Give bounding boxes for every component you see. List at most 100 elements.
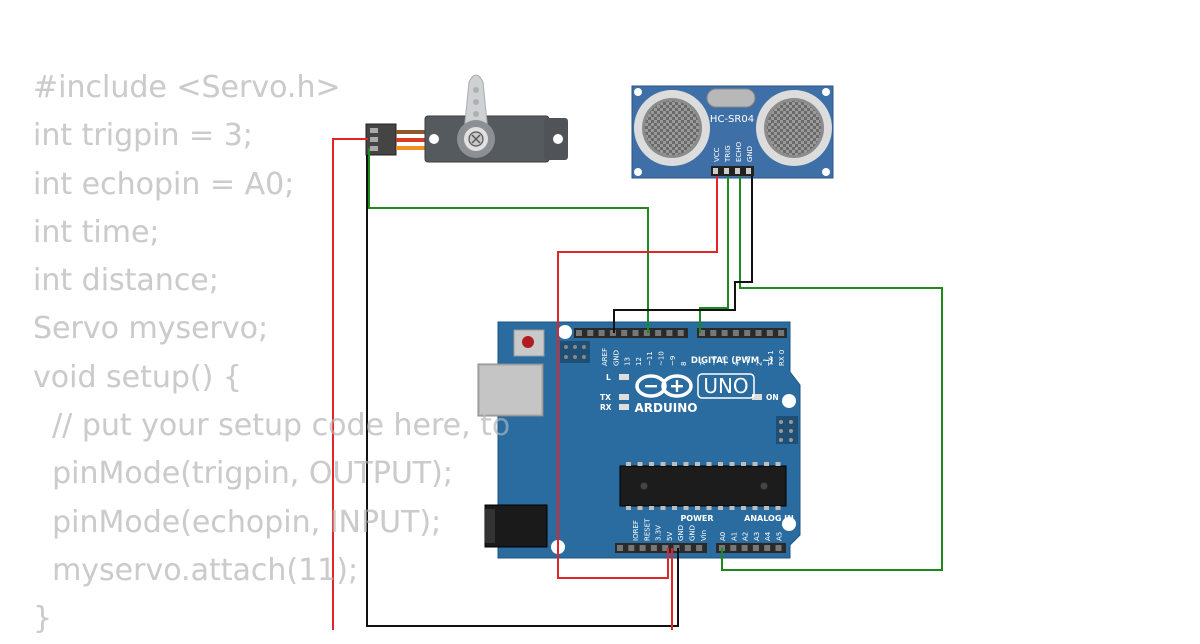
digital-pin-label: 8 [680, 362, 688, 366]
digital-pin-label: 13 [624, 357, 632, 366]
digital-pin-label: AREF [601, 348, 609, 366]
digital-pin-label: 2 [756, 362, 764, 366]
atmega-chip [619, 465, 787, 507]
sensor-pin-label: ECHO [735, 141, 743, 162]
header-pin[interactable] [721, 330, 728, 336]
digital-pin-label: ~11 [646, 351, 654, 366]
header-pin[interactable] [617, 545, 623, 551]
header-pin[interactable] [732, 330, 739, 336]
header-pin[interactable] [650, 545, 657, 551]
sensor-pin-label: TRIG [724, 145, 732, 163]
header-pin[interactable] [699, 330, 705, 336]
digital-pin-label: 7 [699, 362, 707, 366]
wire-sensor-vcc[interactable] [557, 176, 718, 579]
led-l-label: L [606, 373, 611, 382]
wire-sensor-gnd[interactable] [613, 176, 753, 333]
power-pin-label: 5V [666, 532, 674, 541]
wire-sensor-echo[interactable] [721, 176, 943, 571]
code-line: myservo.attach(11); [33, 552, 359, 588]
sensor-transducer-right [756, 90, 832, 166]
header-pin[interactable] [696, 545, 703, 551]
header-pin[interactable] [666, 330, 673, 336]
digital-label: DIGITAL (PWM ~) [691, 356, 773, 366]
power-label: POWER [680, 514, 713, 523]
header-pin[interactable] [628, 545, 635, 551]
analog-label: ANALOG IN [744, 514, 794, 523]
analog-pin-label: A2 [742, 532, 750, 541]
wire-servo-power[interactable] [332, 138, 368, 630]
header-pin[interactable] [755, 330, 762, 336]
digital-pin-label: 12 [635, 357, 643, 366]
power-pin-label: 3.3V [655, 525, 663, 541]
board-brand-label: ARDUINO [635, 401, 698, 415]
header-pin[interactable] [655, 330, 662, 336]
analog-pin-label: A5 [776, 532, 784, 541]
header-pin[interactable] [643, 330, 650, 336]
servo-motor[interactable] [365, 74, 568, 163]
sensor-transducer-left [634, 90, 710, 166]
header-pin[interactable] [741, 545, 748, 551]
digital-pin-label: ~9 [669, 356, 677, 366]
led-tx-label: TX [600, 393, 611, 402]
digital-pin-label: ~5 [722, 356, 730, 366]
header-pin[interactable] [775, 545, 782, 551]
code-line: pinMode(echopin, INPUT); [33, 504, 442, 540]
led-on-label: ON [766, 393, 779, 402]
header-pin[interactable] [778, 330, 785, 336]
sensor-model-label: HC-SR04 [710, 114, 754, 125]
power-pin-label: Vin [700, 530, 708, 541]
digital-pin-label: ~10 [658, 351, 666, 366]
header-pin[interactable] [632, 330, 639, 336]
code-line: int trigpin = 3; [33, 118, 253, 154]
digital-header [574, 328, 688, 338]
power-pin-label: GND [677, 525, 685, 541]
code-line: int distance; [33, 263, 219, 299]
code-line: Servo myservo; [33, 311, 269, 347]
led-rx-label: RX [600, 403, 612, 412]
digital-pin-label: ~6 [710, 355, 718, 366]
header-pin[interactable] [598, 330, 605, 336]
board-model-label: UNO [703, 374, 748, 398]
digital-pin-label: TX 1 [767, 350, 775, 367]
header-pin[interactable] [662, 545, 669, 551]
header-pin[interactable] [621, 330, 628, 336]
header-pin[interactable] [673, 545, 680, 551]
code-line: #include <Servo.h> [33, 70, 341, 105]
analog-pin-label: A0 [719, 532, 727, 541]
wire-sensor-trig[interactable] [699, 176, 729, 333]
wire-servo-signal[interactable] [368, 148, 649, 333]
header-pin[interactable] [766, 330, 773, 336]
power-pin-label: RESET [643, 518, 651, 541]
header-pin[interactable] [609, 330, 616, 336]
analog-pin-label: A4 [764, 531, 772, 541]
power-header [615, 543, 707, 553]
arduino-infinity-icon [635, 374, 693, 398]
header-pin[interactable] [730, 545, 737, 551]
header-pin[interactable] [639, 545, 646, 551]
wire-servo-ground[interactable] [366, 155, 679, 627]
code-line: int echopin = A0; [33, 166, 295, 202]
power-pin-label: GND [689, 525, 697, 541]
code-line: void setup() { [33, 359, 242, 395]
header-pin[interactable] [710, 330, 717, 336]
header-pin[interactable] [684, 545, 691, 551]
sensor-pin-label: VCC [713, 147, 721, 162]
analog-header [716, 543, 786, 553]
analog-pin-label: A1 [730, 532, 738, 541]
power-pin-label: IOREF [632, 520, 640, 541]
digital-pin-label: ~3 [744, 356, 752, 366]
sensor-pin-label: GND [746, 146, 754, 162]
digital-pin-label: 4 [733, 361, 741, 366]
header-pin[interactable] [764, 545, 771, 551]
sensor-crystal [706, 88, 756, 108]
header-pin[interactable] [587, 330, 594, 336]
header-pin[interactable] [677, 330, 684, 336]
digital-pin-label: GND [612, 350, 620, 366]
header-pin[interactable] [744, 330, 751, 336]
header-pin[interactable] [576, 330, 582, 336]
header-pin[interactable] [752, 545, 759, 551]
sensor-pin-header [711, 166, 754, 176]
